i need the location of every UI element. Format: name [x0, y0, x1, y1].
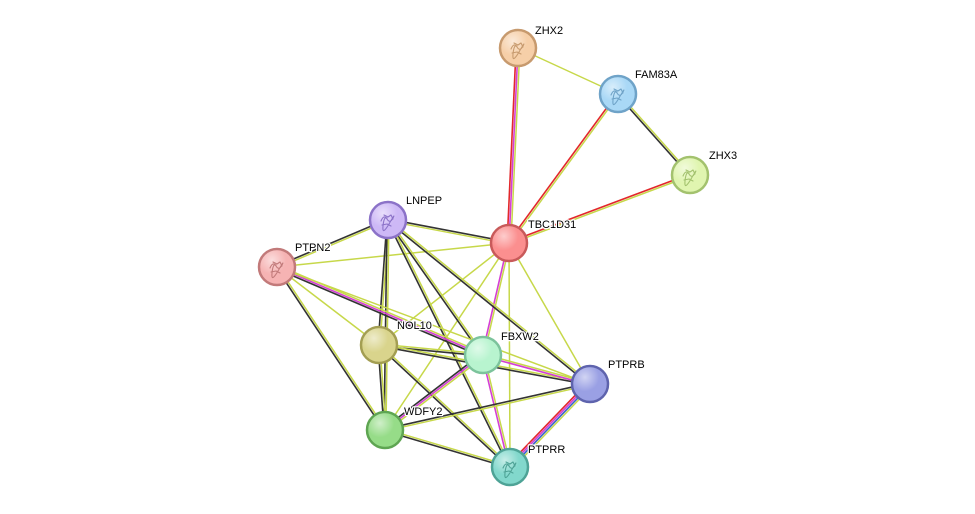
edge-zhx2-tbc1d31[interactable] — [506, 47, 521, 244]
edges-layer — [275, 47, 692, 470]
edge-line-coexpression — [383, 352, 483, 430]
node-zhx2[interactable]: ZHX2 — [498, 24, 564, 68]
edge-line-textmining — [385, 384, 591, 432]
edge-line-textmining — [385, 220, 390, 431]
edge-line-coexpression — [384, 382, 590, 430]
edge-line-textmining — [276, 266, 380, 346]
edge-line-textmining — [388, 219, 485, 355]
edge-ptpn2-ptprb[interactable] — [276, 266, 591, 385]
node-label: NOL10 — [397, 320, 432, 332]
edge-line-coexpression — [386, 220, 483, 357]
edge-line-textmining — [509, 175, 691, 245]
protein-structure-icon — [502, 461, 517, 479]
node-nol10[interactable]: NOL10 — [359, 319, 433, 365]
node-fbxw2[interactable]: FBXW2 — [463, 330, 540, 375]
edge-line-coexpression — [276, 218, 388, 267]
edge-zhx3-tbc1d31[interactable] — [508, 173, 691, 245]
protein-structure-icon — [380, 214, 395, 232]
node-ptprb[interactable]: PTPRB — [570, 358, 646, 404]
edge-tbc1d31-nol10[interactable] — [378, 242, 510, 346]
edge-line-textmining — [276, 242, 510, 268]
edge-ptprb-wdfy2[interactable] — [384, 382, 591, 432]
edge-line-coexpression — [386, 220, 510, 468]
edge-line-fusion — [508, 173, 690, 243]
node-lnpep[interactable]: LNPEP — [368, 194, 443, 240]
edge-line-textmining — [510, 48, 521, 244]
node-highlight — [492, 226, 526, 260]
edge-tbc1d31-ptprr[interactable] — [508, 242, 511, 468]
node-highlight — [573, 367, 607, 401]
node-highlight — [368, 413, 402, 447]
edge-line-textmining — [388, 218, 592, 384]
node-label: PTPRR — [528, 444, 565, 456]
edge-ptpn2-wdfy2[interactable] — [275, 266, 387, 431]
edge-tbc1d31-ptprb[interactable] — [508, 242, 591, 385]
edge-line-textmining — [511, 385, 593, 470]
edge-ptpn2-nol10[interactable] — [276, 266, 380, 346]
node-label: TBC1D31 — [528, 219, 576, 231]
edge-line-coexpression — [383, 219, 388, 430]
edge-line-experiments — [508, 47, 519, 244]
edge-fam83a-tbc1d31[interactable] — [507, 92, 620, 245]
protein-structure-icon — [510, 42, 525, 60]
edge-line-textmining — [508, 242, 591, 385]
edge-line-coexpression — [386, 220, 590, 386]
edge-line-textmining — [387, 220, 509, 245]
node-label: FBXW2 — [501, 331, 539, 343]
edge-line-textmining — [385, 355, 485, 433]
edge-lnpep-ptprb[interactable] — [386, 218, 592, 386]
edge-line-experiments — [384, 354, 484, 431]
edge-tbc1d31-ptpn2[interactable] — [276, 242, 510, 268]
node-label: WDFY2 — [404, 406, 443, 418]
edge-line-fusion — [507, 92, 618, 243]
edge-lnpep-wdfy2[interactable] — [383, 219, 390, 431]
edge-line-textmining — [509, 94, 620, 245]
edge-line-textmining — [379, 343, 512, 467]
node-ptpn2[interactable]: PTPN2 — [257, 241, 332, 287]
node-label: PTPRB — [608, 359, 645, 371]
edge-line-textmining — [508, 242, 511, 468]
node-label: FAM83A — [635, 69, 678, 81]
node-zhx3[interactable]: ZHX3 — [670, 149, 738, 195]
node-highlight — [466, 338, 500, 372]
edge-line-fusion — [507, 381, 589, 466]
edge-line-coexpression — [384, 430, 510, 469]
edge-line-fusion — [506, 47, 517, 243]
node-wdfy2[interactable]: WDFY2 — [365, 405, 444, 450]
node-fam83a[interactable]: FAM83A — [598, 68, 679, 114]
node-label: PTPN2 — [295, 242, 330, 254]
edge-line-textmining — [277, 266, 387, 430]
edge-wdfy2-ptprr[interactable] — [384, 428, 511, 469]
node-label: ZHX3 — [709, 150, 737, 162]
edge-line-textmining — [277, 220, 389, 269]
edge-line-textmining — [385, 428, 511, 467]
edge-line-textmining — [276, 266, 591, 385]
edge-line-textmining — [378, 242, 510, 346]
node-tbc1d31[interactable]: TBC1D31 — [489, 218, 578, 263]
node-label: LNPEP — [406, 195, 442, 207]
edge-line-coexpression — [275, 267, 385, 431]
protein-structure-icon — [682, 169, 697, 187]
edge-line-coexpression — [388, 218, 510, 243]
protein-structure-icon — [269, 261, 284, 279]
edge-nol10-ptprr[interactable] — [377, 343, 512, 469]
edge-tbc1d31-lnpep[interactable] — [387, 218, 510, 245]
node-label: ZHX2 — [535, 25, 563, 37]
edge-line-coexpression — [377, 345, 510, 469]
node-highlight — [362, 328, 396, 362]
edge-lnpep-ptpn2[interactable] — [276, 218, 389, 269]
edge-lnpep-fbxw2[interactable] — [386, 219, 485, 357]
edge-line-coexpression — [275, 268, 483, 358]
edge-line-coexpression — [377, 219, 388, 345]
edge-fbxw2-wdfy2[interactable] — [383, 352, 485, 433]
protein-structure-icon — [610, 88, 625, 106]
edge-line-experiments — [276, 266, 484, 356]
node-ptprr[interactable]: PTPRR — [490, 443, 567, 487]
